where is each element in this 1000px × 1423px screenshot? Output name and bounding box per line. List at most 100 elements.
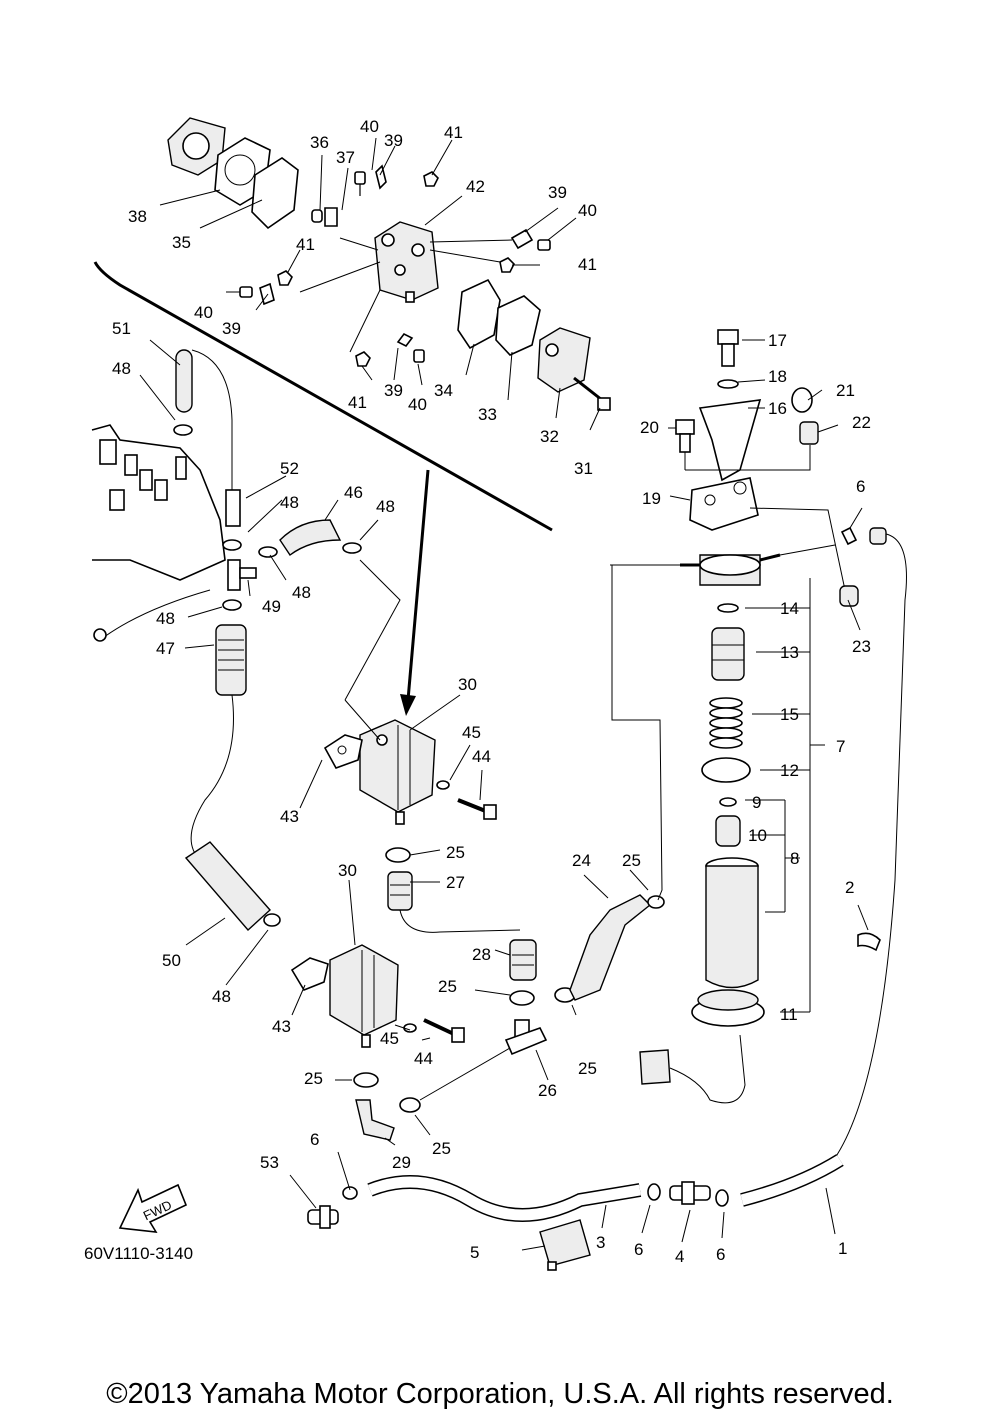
callout-11: 11 (780, 1005, 798, 1024)
tee-26 (504, 1019, 548, 1056)
engine-block (91, 424, 226, 581)
leader-lines (139, 137, 869, 1251)
pump-plate-38 (167, 117, 226, 176)
callout-14: 14 (780, 599, 799, 618)
bracket-19 (689, 477, 759, 531)
callout-13: 13 (780, 643, 799, 662)
section-arrow-head (400, 694, 416, 716)
grommet-22 (799, 421, 819, 445)
callout-49: 49 (262, 597, 281, 616)
clamp-48-c (258, 546, 278, 558)
clip-39-left (259, 282, 275, 306)
hose-47 (215, 624, 247, 696)
callout-labels: 1 2 3 4 5 6 6 6 6 7 8 9 10 11 12 13 14 1… (112, 117, 871, 1266)
callout-34: 34 (434, 381, 453, 400)
callout-24: 24 (572, 851, 591, 870)
clip-6-top (840, 526, 858, 546)
callout-15: 15 (780, 705, 799, 724)
callout-48-e: 48 (156, 609, 175, 628)
washer-18 (717, 379, 739, 389)
hose-50 (184, 694, 271, 932)
callout-6-left: 6 (310, 1130, 319, 1149)
fuel-hose-3 (367, 1175, 642, 1222)
callout-28: 28 (472, 945, 491, 964)
callout-31: 31 (574, 459, 593, 478)
callout-18: 18 (768, 367, 787, 386)
callout-37: 37 (336, 148, 355, 167)
callout-26: 26 (538, 1081, 557, 1100)
callout-25-e: 25 (432, 1139, 451, 1158)
callout-32: 32 (540, 427, 559, 446)
callout-8: 8 (790, 849, 799, 868)
callout-25-d: 25 (304, 1069, 323, 1088)
fwd-arrow-icon: FWD (118, 1183, 188, 1233)
callout-17: 17 (768, 331, 787, 350)
hose-27 (387, 871, 413, 911)
vent-hose-51 (175, 349, 233, 520)
callout-41-bottom: 41 (348, 393, 367, 412)
clamp-25-c (353, 1072, 379, 1088)
clip-9 (719, 797, 737, 807)
callout-9: 9 (752, 793, 761, 812)
callout-41-right: 41 (578, 255, 597, 274)
diaphragm-33 (495, 295, 541, 356)
callout-1: 1 (838, 1239, 847, 1258)
clamp-25-f (647, 895, 665, 909)
element-13 (711, 627, 745, 681)
elbow-29 (355, 1099, 395, 1141)
nut-41-left (277, 270, 293, 286)
washer-45-upper (436, 780, 450, 790)
clamp-48-a (173, 424, 193, 436)
callout-35: 35 (172, 233, 191, 252)
clamp-25-d (399, 1097, 421, 1113)
callout-6-top: 6 (856, 477, 865, 496)
gasket-34 (457, 278, 501, 350)
clip-39-bottom (396, 332, 414, 348)
callout-39-right: 39 (548, 183, 567, 202)
holder-5 (539, 1219, 591, 1271)
clip-6-mid (647, 1183, 661, 1201)
callout-52: 52 (280, 459, 299, 478)
hose-28 (399, 909, 537, 981)
callout-43-upper: 43 (280, 807, 299, 826)
callout-25-a: 25 (446, 843, 465, 862)
callout-40-bottom: 40 (408, 395, 427, 414)
callout-39-left: 39 (222, 319, 241, 338)
callout-36: 36 (310, 133, 329, 152)
cup-8 (705, 857, 759, 989)
callout-44-lower: 44 (414, 1049, 433, 1068)
callout-29: 29 (392, 1153, 411, 1172)
callout-25-filter: 25 (622, 851, 641, 870)
gasket-43-upper (323, 734, 363, 769)
bracket-16 (698, 399, 762, 482)
callout-7: 7 (836, 737, 845, 756)
callout-6-right: 6 (716, 1245, 725, 1264)
clip-39-top (375, 164, 387, 190)
spring-36-37 (311, 207, 338, 227)
bolt-31 (573, 376, 611, 411)
clamp-48-e (222, 599, 242, 611)
callout-38: 38 (128, 207, 147, 226)
connector-53 (307, 1205, 339, 1229)
callout-10: 10 (748, 826, 767, 845)
clamp-25-b (509, 990, 535, 1006)
screw-40-right (537, 239, 551, 251)
callout-44-upper: 44 (472, 747, 491, 766)
diaphragm-plate (251, 157, 299, 230)
nut-41-top (423, 171, 439, 187)
callout-40-right: 40 (578, 201, 597, 220)
cover-32 (537, 327, 591, 393)
fuel-pump-30-upper (359, 719, 436, 825)
callout-23: 23 (852, 637, 871, 656)
nut-41-bottom (355, 351, 371, 367)
callout-48-d: 48 (292, 583, 311, 602)
callout-48-b: 48 (280, 493, 299, 512)
callout-27: 27 (446, 873, 465, 892)
callout-42: 42 (466, 177, 485, 196)
fuel-hose-1 (740, 1154, 844, 1207)
grommet-21 (791, 387, 813, 413)
callout-30-lower: 30 (338, 861, 357, 880)
callout-12: 12 (780, 761, 799, 780)
nut-41-right (499, 257, 515, 273)
callout-40-top: 40 (360, 117, 379, 136)
